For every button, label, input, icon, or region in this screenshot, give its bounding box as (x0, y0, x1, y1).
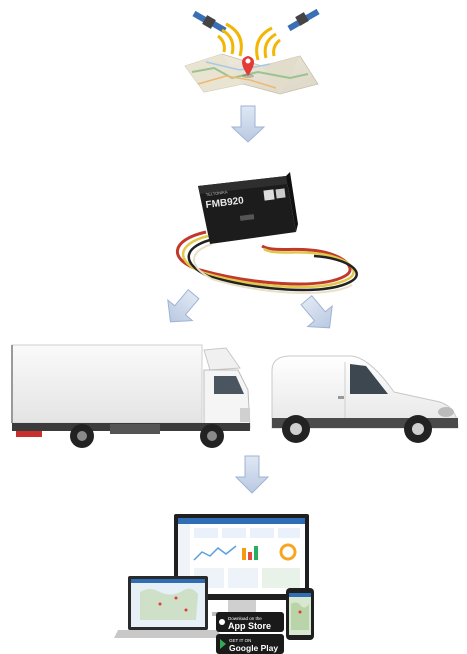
arrow-down-icon (234, 455, 270, 494)
satellite-icon (192, 10, 243, 57)
apple-icon (219, 619, 225, 625)
app-store-badge[interactable]: Download on the App Store (216, 612, 284, 632)
arrow-down-left-icon (167, 289, 200, 323)
google-play-badge[interactable]: GET IT ON Google Play (216, 634, 284, 654)
app-store-small-text: Download on the (228, 616, 262, 621)
truck-image (11, 344, 251, 448)
gps-tracker-device: FMB920 TELTONIKA (176, 172, 358, 294)
google-play-small-text: GET IT ON (229, 638, 251, 643)
device-model-label: FMB920 (205, 195, 245, 211)
arrow-down-icon (230, 105, 266, 143)
device-brand-label: TELTONIKA (206, 189, 229, 197)
satellite-icon (255, 8, 320, 61)
map-pin-icon (242, 56, 254, 78)
google-play-big-text: Google Play (229, 643, 278, 653)
laptop-icon (114, 576, 222, 638)
arrow-down-right-icon (300, 295, 333, 329)
app-store-big-text: App Store (228, 621, 271, 631)
google-play-icon (220, 639, 226, 649)
van-image (271, 355, 459, 443)
phone-icon (286, 588, 314, 640)
gps-map-illustration (184, 8, 320, 95)
